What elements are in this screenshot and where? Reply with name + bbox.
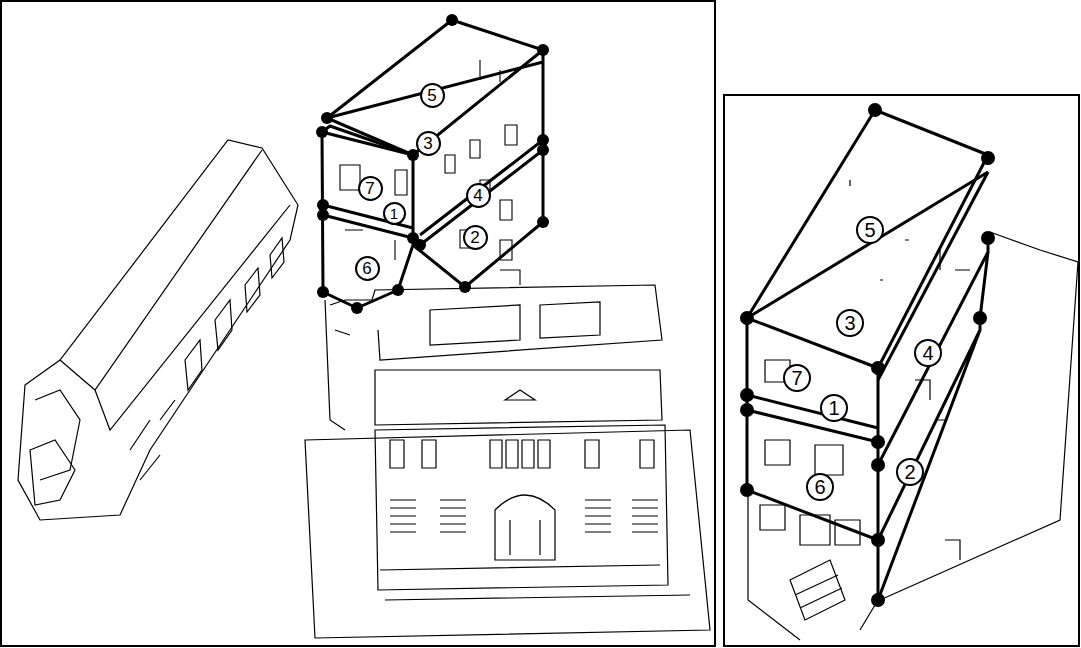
window-edges [760,505,860,545]
callout-circle: 2 [463,225,488,250]
wireframe-left-face [322,132,413,308]
callout-number: 3 [844,313,855,333]
callout-number: 5 [864,220,875,240]
wireframe-vertices [316,14,549,314]
vertex-dot [871,593,885,607]
vertex-dot [973,311,987,325]
wireframe-right-face [413,50,543,287]
facade-building-edges [305,285,710,638]
callout-circle: 6 [355,256,380,281]
callout-circle: 1 [820,394,848,422]
window-edges [445,60,517,260]
vertex-dot [351,302,363,314]
vertex-dot [740,403,754,417]
edge-fragments [850,180,909,280]
wireframe-edge [878,172,988,380]
vertex-dot [459,281,471,293]
vertex-dot [871,361,885,375]
callout-number: 3 [423,135,432,152]
edge-fragments [130,400,175,480]
callout-circle: 2 [896,458,924,486]
wireframe-right-face [878,155,988,600]
stair-edges [790,560,845,620]
vertex-dot [392,284,404,296]
callout-number: 5 [427,87,436,104]
callout-number: 6 [362,260,371,277]
vertex-dot [317,209,329,221]
striped-windows [390,500,658,532]
vertex-dot [868,103,882,117]
callout-circle: 1 [383,202,406,225]
callout-number: 7 [365,180,374,197]
callout-circle: 6 [806,473,834,501]
panel-frame [724,95,1079,646]
callout-circle: 4 [466,183,491,208]
ground-plate [305,430,710,638]
vertex-dot [537,44,549,56]
callout-number: 1 [828,398,839,418]
callout-circle: 5 [856,216,884,244]
vertex-dot [981,231,995,245]
wireframe-left-face [747,318,878,600]
long-building-edges [18,140,298,520]
vertex-dot [740,388,754,402]
pediment [505,390,535,400]
roof-outline [330,285,662,360]
panel-frame [1,1,715,646]
vertex-dot [871,458,885,472]
callout-circle: 7 [783,364,811,392]
doorway [495,495,555,560]
callout-number: 2 [904,462,915,482]
callout-circle: 4 [914,339,942,367]
vertex-dot [537,216,549,228]
door-edge [30,440,75,505]
wireframe-edge [322,126,413,155]
window-edges [185,238,284,390]
roof-ridge [60,150,262,390]
vertex-dot [407,149,419,161]
wireframe-diagonal [747,172,988,318]
vertex-dot [537,144,549,156]
callout-number: 1 [390,206,398,221]
vertex-dot [414,239,426,251]
window-row [390,440,654,468]
callout-number: 2 [470,229,479,246]
edge-fragments [325,300,350,430]
base-lines [380,565,690,600]
vertex-dot [317,286,329,298]
callout-circle: 5 [420,83,445,108]
callout-circle: 3 [416,131,441,156]
callout-circle: 7 [358,176,383,201]
wireframe-diagonal [327,62,543,118]
vertex-dot [446,14,458,26]
wireframe-model [322,20,543,308]
building-outline [880,232,1078,600]
callout-number: 4 [922,343,933,363]
vertex-dot [871,435,885,449]
callout-number: 4 [473,187,482,204]
upper-floor [375,370,662,425]
vertex-dot [316,126,328,138]
wireframe-model [747,110,988,600]
target-building-edges [340,60,520,285]
vertex-dot [321,112,333,124]
vertex-dot [740,483,754,497]
vertex-dot [981,151,995,165]
roof-eave [95,205,290,430]
building-outline [18,140,298,520]
callout-number: 6 [814,477,825,497]
wireframe-vertices [740,103,995,607]
roof-detail [430,302,600,345]
callout-circle: 3 [836,309,864,337]
callout-number: 7 [791,368,802,388]
vertex-dot [871,533,885,547]
right-building-edges [748,180,1078,640]
vertex-dot [740,311,754,325]
